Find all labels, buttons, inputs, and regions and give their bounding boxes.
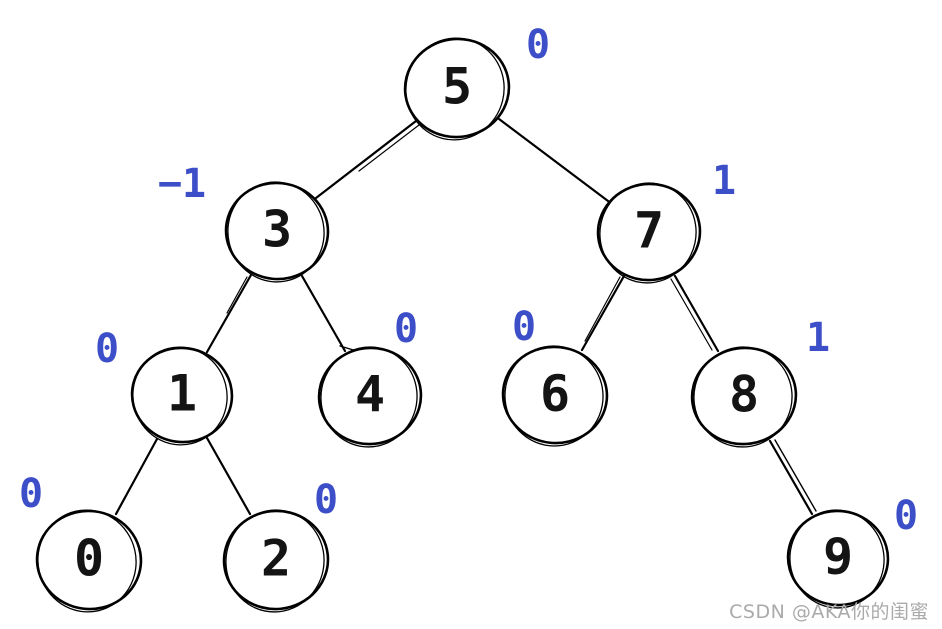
node-circle-0 xyxy=(35,509,143,613)
node-value-3: 3 xyxy=(261,200,293,259)
edge-8-9 xyxy=(768,439,817,516)
balance-factor-node-8: 1 xyxy=(805,315,831,361)
balance-factor-node-0: 0 xyxy=(18,471,44,517)
watermark: CSDN @AKA你的闺蜜 xyxy=(729,601,929,623)
balance-factor-node-6: 0 xyxy=(511,304,537,350)
node-value-4: 4 xyxy=(354,365,386,424)
node-value-2: 2 xyxy=(260,529,292,588)
node-circle-4 xyxy=(317,346,423,448)
balance-factor-node-3: −1 xyxy=(157,161,207,207)
node-value-9: 9 xyxy=(822,527,854,586)
balance-factor-node-4: 0 xyxy=(393,306,419,352)
node-value-7: 7 xyxy=(633,201,665,260)
edge-5-7 xyxy=(497,117,610,203)
edge-1-2 xyxy=(205,436,252,516)
node-value-0: 0 xyxy=(73,529,105,588)
node-circle-9 xyxy=(786,509,890,609)
edge-7-6 xyxy=(580,274,626,352)
balance-factor-node-9: 0 xyxy=(893,493,919,539)
edge-1-0 xyxy=(114,437,159,516)
edge-5-3 xyxy=(314,119,420,200)
node-circle-6 xyxy=(501,345,609,447)
edge-7-8 xyxy=(670,274,720,353)
node-circle-1 xyxy=(130,346,234,446)
node-circle-5 xyxy=(403,37,511,141)
balance-factor-node-7: 1 xyxy=(711,158,737,204)
node-value-5: 5 xyxy=(441,57,473,116)
edge-3-1 xyxy=(205,273,253,354)
balance-factor-node-1: 0 xyxy=(94,326,120,372)
node-circle-7 xyxy=(596,182,702,284)
balance-factor-node-5: 0 xyxy=(525,22,551,68)
node-value-6: 6 xyxy=(539,364,571,423)
node-circle-3 xyxy=(224,181,330,283)
node-value-1: 1 xyxy=(166,364,198,423)
balance-factor-node-2: 0 xyxy=(313,477,339,523)
node-circle-2 xyxy=(222,509,330,613)
node-circle-8 xyxy=(690,346,798,448)
node-value-8: 8 xyxy=(728,365,760,424)
edge-3-4 xyxy=(300,274,361,353)
